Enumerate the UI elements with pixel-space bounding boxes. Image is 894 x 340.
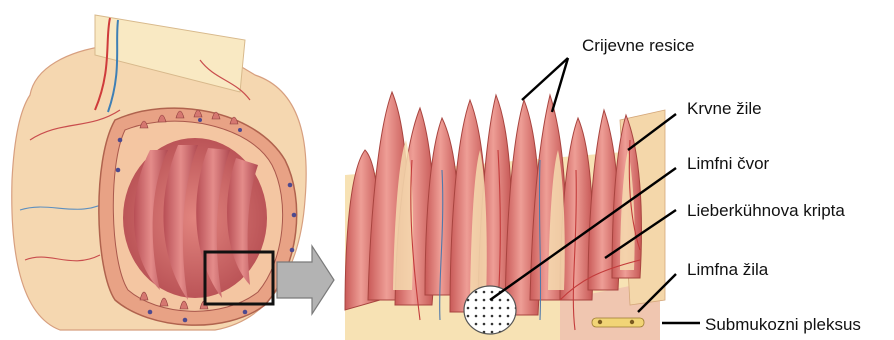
label-blood-vessels: Krvne žile: [687, 99, 762, 118]
submucosal-plexus: [592, 318, 644, 327]
villi: [345, 92, 641, 315]
label-lymph-vessel: Limfna žila: [687, 260, 769, 279]
label-plexus: Submukozni pleksus: [705, 315, 861, 334]
intestine-section: [12, 15, 306, 330]
label-lymph-node: Limfni čvor: [687, 154, 770, 173]
label-villi: Crijevne resice: [582, 36, 694, 55]
lymph-node: [464, 286, 516, 334]
label-crypt: Lieberkühnova kripta: [687, 201, 845, 220]
villi-detail: [345, 92, 665, 340]
